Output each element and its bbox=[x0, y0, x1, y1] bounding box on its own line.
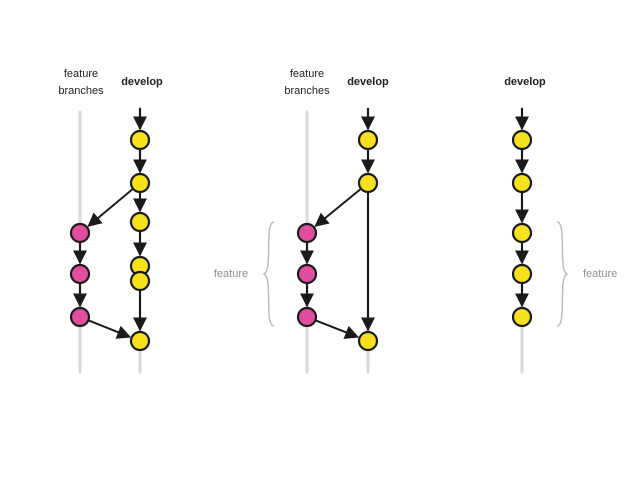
commits-layer bbox=[69, 129, 533, 352]
panel-2-develop-commit-1 bbox=[357, 129, 379, 151]
panel-2-develop-commit-2 bbox=[357, 172, 379, 194]
panel-3-develop-commit-4 bbox=[511, 263, 533, 285]
panel-1-feature-commit-3 bbox=[69, 306, 91, 328]
panel-2-feature-brace bbox=[262, 221, 275, 327]
panel-2-feature-commit-2 bbox=[296, 263, 318, 285]
panel-2-feature-commit-3 bbox=[296, 306, 318, 328]
panel-1-feature-commit-1 bbox=[69, 222, 91, 244]
panel-1-merge-arrow bbox=[88, 319, 132, 339]
panel-2-merge-arrow bbox=[315, 319, 360, 339]
panel-2-feature-branches-label: feature branches bbox=[278, 66, 336, 99]
panel-3-feature-brace bbox=[556, 221, 569, 327]
braces-layer bbox=[262, 221, 569, 327]
panel-1-develop-commit-6 bbox=[129, 270, 151, 292]
panel-2-develop-commit-3 bbox=[357, 330, 379, 352]
panel-2-feature-branches-line2: branches bbox=[284, 84, 330, 97]
panel-3-develop-commit-5 bbox=[511, 306, 533, 328]
panel-1-feature-commit-2 bbox=[69, 263, 91, 285]
panel-1-develop-commit-1 bbox=[129, 129, 151, 151]
panel-1-develop-label: develop bbox=[121, 76, 163, 88]
panel-1-feature-branches-label: feature branches bbox=[52, 66, 110, 99]
panel-2-branch-off-arrow bbox=[314, 188, 361, 227]
panel-3-feature-brace-label: feature bbox=[583, 268, 618, 280]
panel-2-feature-brace-label: feature bbox=[213, 268, 249, 280]
panel-1-feature-branches-line2: branches bbox=[58, 84, 104, 97]
panel-1-develop-commit-5 bbox=[129, 330, 151, 352]
panel-3-develop-commit-1 bbox=[511, 129, 533, 151]
panel-2-feature-commit-1 bbox=[296, 222, 318, 244]
panel-1-branch-off-arrow bbox=[87, 188, 133, 227]
panel-3-develop-commit-3 bbox=[511, 222, 533, 244]
panel-1-develop-commit-2 bbox=[129, 172, 151, 194]
panel-2-feature-branches-line1: feature bbox=[289, 68, 325, 80]
arrows-layer bbox=[73, 108, 529, 339]
panel-2-develop-label: develop bbox=[347, 76, 389, 88]
panel-1-feature-branches-line1: feature bbox=[63, 68, 99, 80]
panel-3-develop-commit-2 bbox=[511, 172, 533, 194]
panel-1-develop-commit-3 bbox=[129, 211, 151, 233]
panel-3-develop-label: develop bbox=[504, 76, 546, 88]
